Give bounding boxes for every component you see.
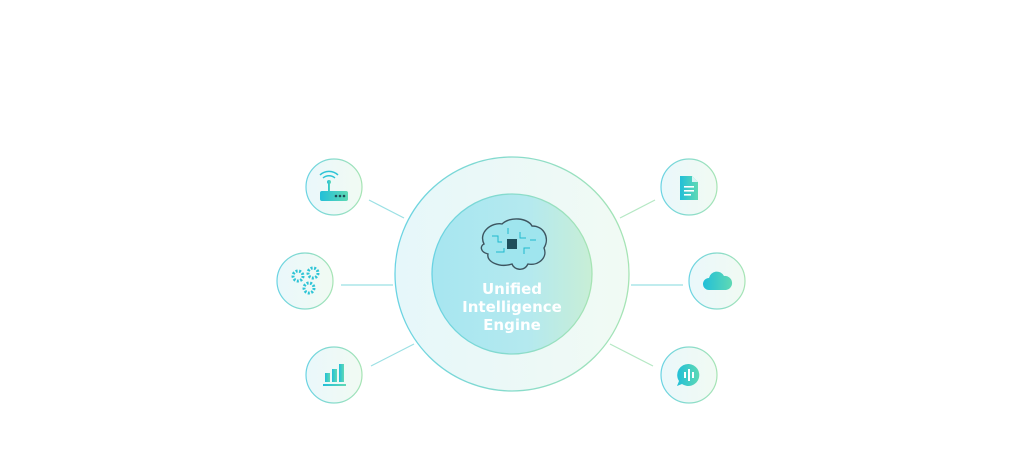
center-title-line1: Unified — [481, 280, 543, 298]
node-document[interactable] — [660, 158, 718, 216]
connector-lines — [341, 199, 683, 367]
center-title-line2: Intelligence — [462, 298, 562, 316]
center-title-line3: Engine — [483, 316, 541, 334]
inner-circle — [431, 193, 593, 355]
node-gears[interactable] — [276, 252, 334, 310]
document-icon — [680, 176, 698, 200]
gears-icon — [291, 266, 320, 295]
chat-audio-icon — [677, 363, 700, 386]
bar-chart-icon — [323, 364, 346, 386]
cloud-icon — [703, 271, 733, 290]
node-wifi-router[interactable] — [305, 158, 363, 216]
brain-chip-icon — [480, 218, 548, 270]
node-bar-chart[interactable] — [305, 346, 363, 404]
center-title: Unified Intelligence Engine — [432, 280, 592, 334]
node-cloud[interactable] — [688, 252, 746, 310]
node-chat-audio[interactable] — [660, 346, 718, 404]
wifi-router-icon — [319, 170, 348, 201]
